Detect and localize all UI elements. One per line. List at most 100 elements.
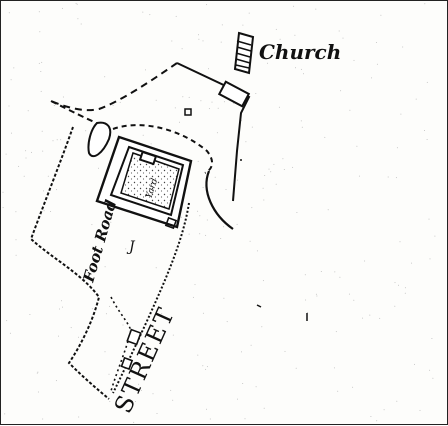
paper-speck [396, 147, 398, 149]
paper-speck [108, 373, 110, 375]
paper-speck [245, 141, 247, 143]
paper-speck [135, 401, 137, 402]
street-edge-right [112, 202, 190, 394]
paper-speck [375, 42, 377, 43]
paper-speck [282, 158, 284, 160]
paper-speck [40, 71, 42, 72]
left-boundary [29, 126, 110, 400]
paper-speck [112, 104, 114, 106]
paper-speck [262, 280, 264, 282]
paper-speck [275, 28, 277, 30]
paper-speck [398, 284, 399, 286]
paper-speck [58, 335, 59, 337]
paper-speck [268, 168, 270, 170]
paper-speck [241, 351, 242, 353]
paper-speck [206, 219, 208, 221]
paper-speck [262, 187, 264, 189]
paper-speck [278, 106, 280, 108]
paper-speck [327, 209, 329, 211]
marker-square-top [184, 108, 192, 116]
paper-speck [91, 308, 93, 310]
paper-speck [267, 62, 268, 64]
paper-speck [208, 68, 209, 70]
paper-speck [223, 101, 225, 103]
paper-speck [394, 305, 396, 307]
paper-speck [10, 79, 12, 81]
paper-speck [25, 150, 27, 152]
paper-speck [140, 390, 142, 391]
paper-speck [27, 110, 29, 112]
paper-speck [188, 233, 190, 235]
marker-square-right [164, 216, 178, 230]
church-building-icon [233, 31, 255, 75]
paper-speck [182, 96, 184, 98]
paper-speck [53, 105, 55, 106]
paper-speck [62, 96, 64, 98]
paper-speck [242, 24, 244, 26]
paper-speck [120, 404, 122, 406]
paper-speck [379, 317, 381, 319]
paper-speck [202, 365, 204, 367]
paper-speck [424, 130, 425, 131]
outer-boundary-dashed [50, 62, 178, 111]
paper-speck [387, 176, 389, 178]
paper-speck [142, 11, 144, 13]
paper-speck [85, 130, 87, 132]
paper-speck [362, 317, 364, 319]
paper-speck [349, 109, 351, 111]
paper-speck [255, 93, 257, 94]
paper-speck [59, 308, 60, 310]
paper-speck [404, 292, 406, 294]
paper-speck [217, 107, 219, 109]
paper-speck [52, 140, 54, 142]
paper-speck [352, 386, 354, 388]
paper-speck [294, 34, 296, 36]
paper-speck [156, 413, 158, 414]
paper-speck [307, 312, 308, 314]
paper-speck [376, 63, 378, 65]
paper-speck [300, 68, 302, 70]
paper-speck [429, 258, 431, 260]
paper-speck [56, 189, 58, 191]
paper-speck [315, 293, 317, 295]
paper-speck [104, 76, 106, 78]
paper-speck [202, 312, 204, 314]
paper-speck [202, 187, 204, 188]
paper-speck [194, 284, 196, 286]
paper-speck [40, 90, 42, 92]
paper-speck [279, 38, 281, 40]
paper-speck [78, 416, 80, 418]
paper-speck [9, 332, 11, 334]
paper-speck [301, 126, 303, 128]
paper-speck [244, 418, 246, 420]
paper-speck [41, 61, 43, 63]
pond-outline [87, 121, 112, 158]
paper-speck [75, 2, 77, 4]
paper-speck [316, 295, 318, 297]
paper-speck [383, 409, 385, 411]
paper-speck [250, 344, 252, 346]
paper-speck [199, 233, 201, 235]
paper-speck [105, 313, 107, 315]
paper-speck [206, 408, 207, 410]
street-label: STREET [109, 302, 181, 417]
paper-speck [411, 262, 413, 264]
paper-speck [175, 15, 177, 17]
paper-speck [249, 240, 251, 242]
paper-speck [104, 266, 106, 268]
paper-speck [431, 338, 433, 339]
paper-speck [320, 271, 322, 272]
paper-speck [255, 386, 257, 388]
paper-speck [15, 239, 17, 241]
central-building [120, 152, 180, 210]
paper-speck [300, 120, 302, 122]
paper-speck [221, 24, 223, 26]
paper-speck [42, 418, 44, 420]
paper-speck [128, 330, 130, 332]
paper-speck [77, 18, 79, 20]
paper-speck [39, 31, 41, 33]
foot-road-label: Foot Road [79, 197, 120, 285]
paper-speck [179, 121, 180, 123]
paper-speck [5, 153, 7, 155]
